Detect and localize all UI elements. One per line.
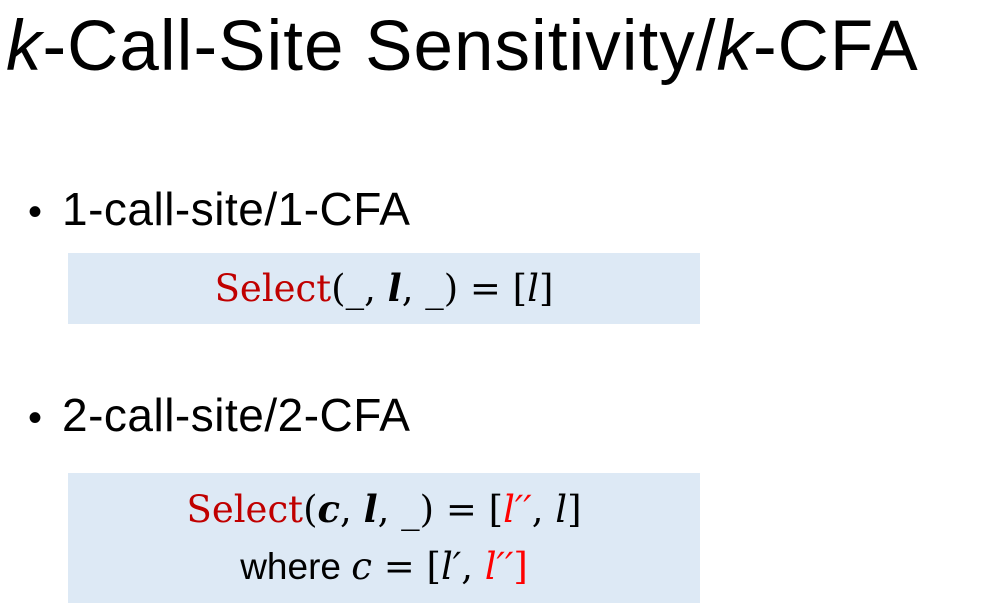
formula-line-where-clause: where c = [l′, l′′] — [240, 538, 528, 595]
equals-open-bracket: ) = [ — [419, 488, 504, 531]
where-label: where — [240, 546, 352, 587]
bullet-label-1cfa: 1-call-site/1-CFA — [62, 183, 411, 235]
bullet-marker-icon: • — [28, 190, 43, 234]
var-l-bold: l — [363, 487, 378, 531]
bullet-item-1cfa: • 1-call-site/1-CFA — [28, 182, 410, 239]
close-bracket: ] — [538, 267, 554, 310]
open-paren: ( — [303, 488, 318, 531]
title-text-mid: -Call-Site Sensitivity/ — [42, 7, 717, 86]
formula-line-select-1cfa: Select(_, l, _) = [l] — [215, 260, 554, 317]
var-c-italic: c — [351, 545, 372, 588]
comma-separator: , — [377, 488, 402, 531]
equals-open-bracket: ) = [ — [443, 267, 528, 310]
title-k-italic-1: k — [6, 7, 43, 86]
comma-separator: , — [340, 488, 364, 531]
slide-title: k-Call-Site Sensitivity/k-CFA — [6, 6, 919, 88]
var-l-prime: l′ — [440, 545, 462, 588]
var-l-italic: l — [555, 488, 568, 531]
select-keyword: Select — [186, 488, 304, 531]
formula-box-2cfa: Select(c, l, _) = [l′′, l] where c = [l′… — [68, 473, 700, 603]
placeholder-underscore: _ — [401, 488, 420, 531]
title-text-tail: -CFA — [753, 7, 919, 86]
comma-separator: , — [531, 488, 556, 531]
formula-box-1cfa: Select(_, l, _) = [l] — [68, 253, 700, 324]
var-l-italic: l — [527, 267, 539, 310]
var-c-bold: c — [317, 487, 341, 531]
formula-line-select-2cfa: Select(c, l, _) = [l′′, l] — [186, 481, 581, 538]
comma-separator: , — [401, 267, 426, 310]
equals-open-bracket: = [ — [371, 545, 441, 588]
comma-separator: , — [364, 267, 388, 310]
bullet-marker-icon: • — [28, 396, 43, 440]
close-bracket-red: ] — [513, 545, 528, 588]
placeholder-underscore: _ — [425, 267, 444, 310]
title-k-italic-2: k — [716, 7, 753, 86]
open-paren: ( — [331, 267, 346, 310]
var-l-bold: l — [387, 266, 402, 310]
var-l-double-prime-red: l′′ — [484, 545, 514, 588]
bullet-label-2cfa: 2-call-site/2-CFA — [62, 389, 411, 441]
select-keyword: Select — [214, 267, 332, 310]
comma-separator: , — [461, 545, 485, 588]
placeholder-underscore: _ — [345, 267, 365, 310]
close-bracket: ] — [567, 488, 582, 531]
var-l-double-prime-red: l′′ — [503, 488, 532, 531]
bullet-item-2cfa: • 2-call-site/2-CFA — [28, 388, 410, 445]
